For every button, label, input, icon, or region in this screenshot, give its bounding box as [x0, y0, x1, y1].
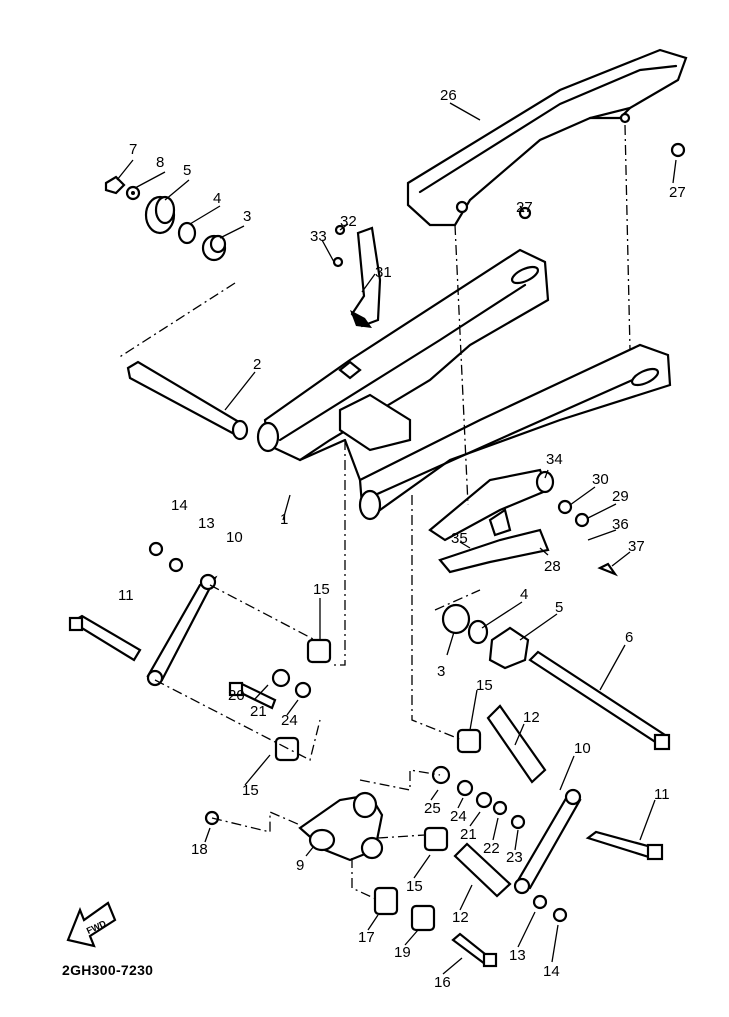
callout-21: 21	[250, 703, 267, 720]
leader-lines	[116, 102, 677, 975]
callout-15: 15	[406, 878, 423, 895]
callout-12: 12	[523, 709, 540, 726]
callout-19: 19	[394, 944, 411, 961]
callout-37: 37	[628, 538, 645, 555]
callout-6: 6	[625, 629, 633, 646]
callout-17: 17	[358, 929, 375, 946]
callout-5: 5	[183, 162, 191, 179]
callout-18: 18	[191, 841, 208, 858]
callout-14: 14	[171, 497, 188, 514]
callout-15: 15	[242, 782, 259, 799]
callout-15: 15	[476, 677, 493, 694]
callout-26: 26	[440, 87, 457, 104]
callout-21: 21	[460, 826, 477, 843]
swingarm	[256, 248, 672, 521]
callout-23: 23	[506, 849, 523, 866]
callout-12: 12	[452, 909, 469, 926]
callout-9: 9	[296, 857, 304, 874]
callout-8: 8	[156, 154, 164, 171]
callout-5: 5	[555, 599, 563, 616]
callout-4: 4	[520, 586, 528, 603]
drawing-code: 2GH300-7230	[62, 962, 154, 978]
callout-35: 35	[451, 530, 468, 547]
callout-27: 27	[516, 199, 533, 216]
callout-11: 11	[654, 786, 670, 803]
callout-27: 27	[669, 184, 686, 201]
callout-10: 10	[226, 529, 243, 546]
callout-10: 10	[574, 740, 591, 757]
callout-15: 15	[313, 581, 330, 598]
callout-22: 22	[483, 840, 500, 857]
callout-16: 16	[434, 974, 451, 991]
relay-arms	[146, 573, 582, 895]
callout-32: 32	[340, 213, 357, 230]
callout-30: 30	[592, 471, 609, 488]
callout-7: 7	[129, 141, 137, 158]
callout-29: 29	[612, 488, 629, 505]
callout-31: 31	[375, 264, 392, 281]
callout-4: 4	[213, 190, 221, 207]
callout-33: 33	[310, 228, 327, 245]
callout-2: 2	[253, 356, 261, 373]
callout-28: 28	[544, 558, 561, 575]
chain-guard	[406, 48, 688, 227]
callout-13: 13	[509, 947, 526, 964]
bolts	[68, 562, 671, 968]
bracket-31	[350, 226, 382, 328]
bushings	[148, 142, 686, 932]
callout-3: 3	[243, 208, 251, 225]
callout-24: 24	[281, 712, 298, 729]
pivot-shaft	[126, 360, 249, 441]
callout-25: 25	[424, 800, 441, 817]
fwd-arrow-icon: FWD	[66, 901, 117, 948]
callout-36: 36	[612, 516, 629, 533]
callout-14: 14	[543, 963, 560, 980]
relay-arm-9	[298, 791, 384, 862]
callout-3: 3	[437, 663, 445, 680]
callout-20: 20	[228, 687, 245, 704]
callout-24: 24	[450, 808, 467, 825]
callout-34: 34	[546, 451, 563, 468]
chain-guide	[428, 468, 555, 574]
callout-11: 11	[118, 587, 134, 604]
callout-1: 1	[280, 511, 288, 528]
pivot-hardware	[104, 175, 227, 262]
callout-13: 13	[198, 515, 215, 532]
